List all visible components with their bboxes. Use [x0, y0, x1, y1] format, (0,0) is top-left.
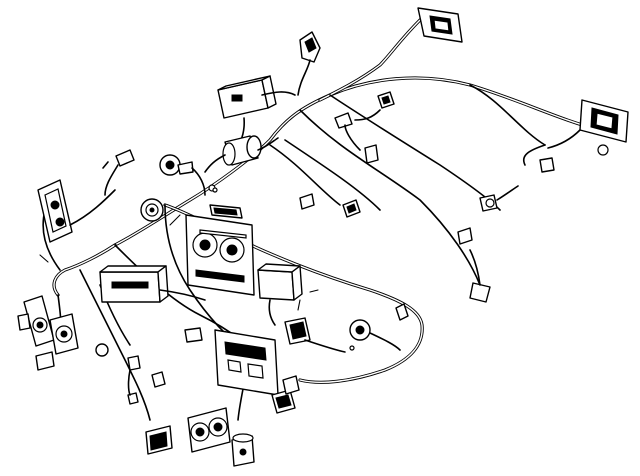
- control-module-center: [185, 204, 255, 296]
- connector-upper-left-plug: [102, 149, 135, 196]
- connector-cluster-lower-center: [271, 375, 300, 414]
- relay-box-top: [217, 75, 296, 146]
- connector-plate-lower-left: [145, 425, 173, 455]
- connector-cylinder-bottom: [231, 433, 255, 467]
- connector-top-plug: [297, 31, 321, 96]
- sensor-round-upper: [159, 154, 206, 196]
- tail-lamp-upper-right: [417, 7, 463, 43]
- fog-lamp-bottom: [187, 407, 231, 453]
- socket-round-left-center: [140, 198, 164, 222]
- main-trunk-harness: [113, 18, 602, 286]
- connector-right-round: [349, 303, 409, 351]
- solenoid-motor: [204, 135, 279, 192]
- tail-lamp-right: [523, 99, 629, 173]
- headlamp-upper-left: [37, 179, 116, 243]
- misc-terminals: [39, 187, 355, 351]
- connector-small-cluster-top: [334, 91, 395, 164]
- connector-cluster-mid-right: [299, 185, 519, 303]
- side-lamp-left: [17, 295, 79, 355]
- small-plug-left-lower: [35, 351, 55, 371]
- relay-box-right: [257, 263, 303, 326]
- connector-cluster-lower-left: [95, 343, 166, 405]
- ecu-module-left: [99, 265, 206, 303]
- switch-cluster-lower: [184, 317, 346, 396]
